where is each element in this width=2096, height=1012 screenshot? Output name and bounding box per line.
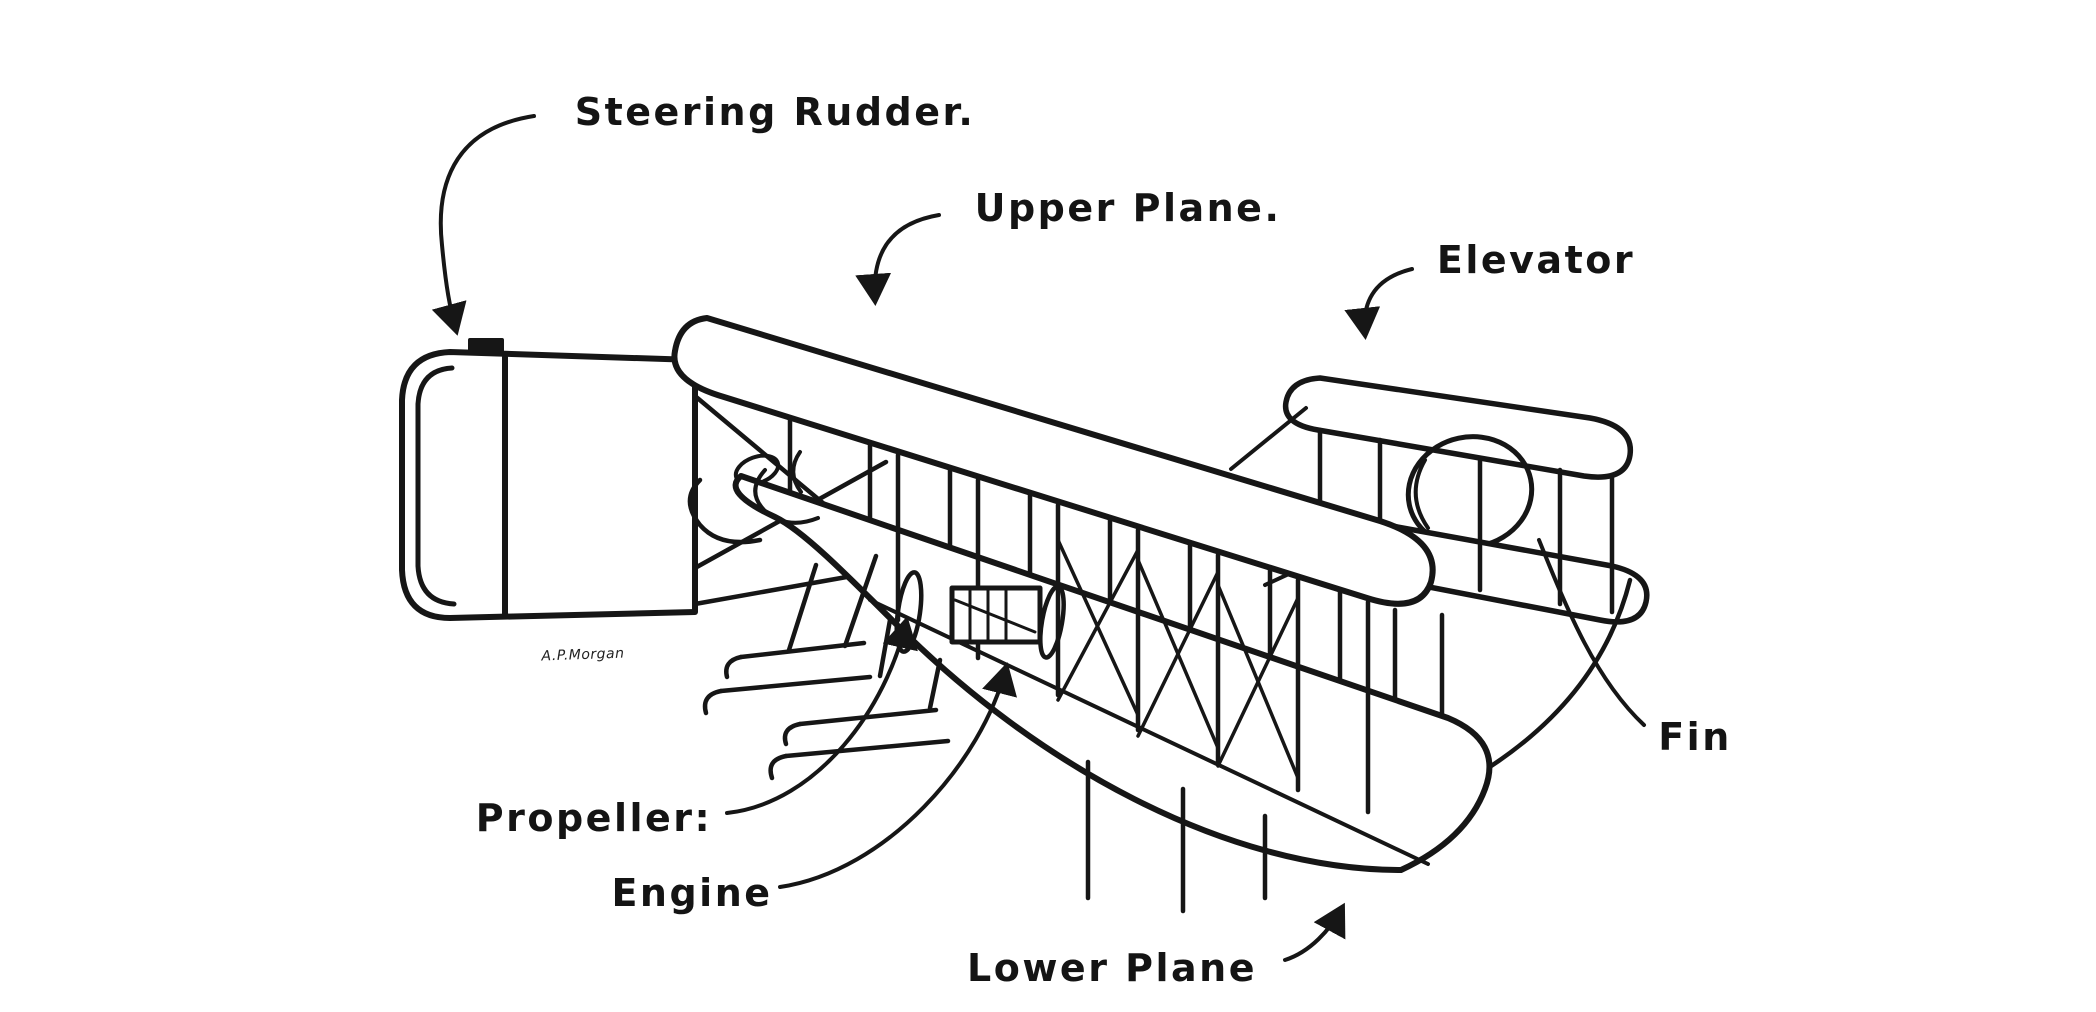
label-upper-plane: Upper Plane. — [974, 186, 1282, 230]
steering-rudder-shape — [399, 338, 698, 621]
engine-arrow — [778, 662, 1017, 889]
label-propeller: Propeller: — [475, 796, 713, 840]
propeller-shape — [894, 570, 1066, 660]
cross-bracing — [868, 538, 1430, 914]
label-elevator: Elevator — [1436, 238, 1636, 282]
lower-plane-arrow — [1283, 902, 1346, 962]
propeller-arrow — [725, 616, 918, 815]
artist-signature: A.P.Morgan — [541, 645, 625, 665]
label-fin: Fin — [1658, 715, 1732, 759]
label-lower-plane: Lower Plane — [966, 946, 1258, 990]
upper-plane-arrow — [855, 213, 941, 306]
upper-plane-shape — [671, 315, 1436, 607]
label-engine: Engine — [611, 871, 773, 915]
fin-leader — [1537, 538, 1646, 727]
elevator-upper-surface — [1282, 375, 1634, 480]
label-steering-rudder: Steering Rudder. — [574, 90, 976, 134]
steering-rudder-arrow — [431, 114, 536, 336]
seat-controls — [753, 450, 820, 525]
engine-shape — [949, 585, 1043, 645]
elevator-arrow — [1344, 267, 1414, 340]
leader-lines — [431, 114, 1646, 962]
